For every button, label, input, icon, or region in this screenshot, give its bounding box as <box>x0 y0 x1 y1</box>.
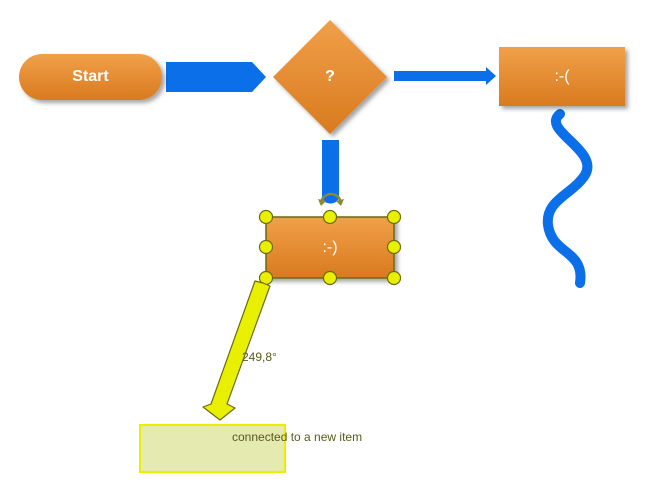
connector-decision-to-sad[interactable] <box>394 67 496 85</box>
drag-angle-label: 249,8° <box>242 350 277 364</box>
happy-node[interactable] <box>265 216 395 279</box>
ghost-target-box <box>139 424 286 473</box>
drag-connector-arrow[interactable] <box>202 280 271 421</box>
resize-handle-right[interactable] <box>386 239 402 255</box>
resize-handle-top[interactable] <box>322 209 338 225</box>
rotate-arrow-head-icon <box>318 199 344 206</box>
resize-handle-left[interactable] <box>258 239 274 255</box>
drag-hint-label: connected to a new item <box>232 430 363 444</box>
start-node[interactable] <box>19 54 162 100</box>
decision-node[interactable] <box>273 20 387 134</box>
selection-handles[interactable] <box>258 209 402 286</box>
connector-start-to-decision[interactable] <box>166 62 266 92</box>
connector-decision-to-happy[interactable] <box>322 140 339 204</box>
resize-handle-bottom-right[interactable] <box>386 270 402 286</box>
resize-handle-top-right[interactable] <box>386 209 402 225</box>
resize-handle-bottom[interactable] <box>322 270 338 286</box>
resize-handle-top-left[interactable] <box>258 209 274 225</box>
sad-node[interactable] <box>499 47 625 106</box>
connector-sad-wave[interactable] <box>542 109 593 288</box>
